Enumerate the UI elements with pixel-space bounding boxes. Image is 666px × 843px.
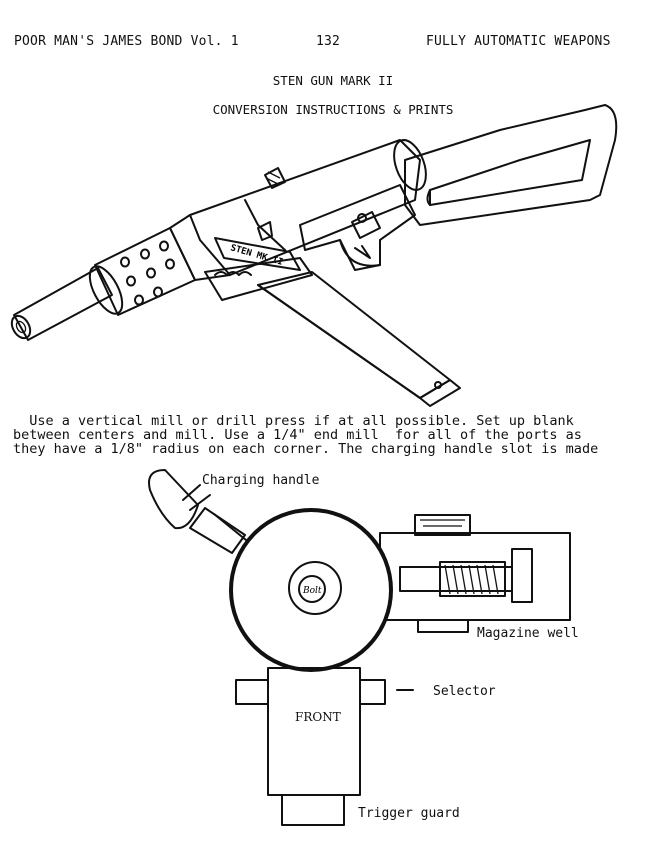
trigger-guard-label: Trigger guard <box>358 806 460 821</box>
skeleton-stock <box>404 104 618 226</box>
magazine-well-label: Magazine well <box>477 626 579 641</box>
instruction-line: between centers and mill. Use a 1/4" end… <box>13 427 582 443</box>
instruction-line: they have a 1/8" radius on each corner. … <box>13 441 599 457</box>
page-subtitle: CONVERSION INSTRUCTIONS & PRINTS <box>212 102 454 117</box>
running-header-title: POOR MAN'S JAMES BOND Vol. 1 <box>14 34 239 49</box>
charging-handle-drawing <box>148 469 247 554</box>
svg-text:Bolt: Bolt <box>302 586 322 596</box>
receiver-tube-drawing: Bolt <box>229 508 393 672</box>
running-header-section: FULLY AUTOMATIC WEAPONS <box>426 34 611 49</box>
instruction-text: Use a vertical mill or drill press if at… <box>13 414 653 456</box>
selector-label: Selector <box>433 684 496 699</box>
page-number: 132 <box>316 34 341 49</box>
trigger-guard-drawing <box>281 794 345 826</box>
front-label: FRONT <box>295 710 341 724</box>
charging-handle-label: Charging handle <box>202 473 320 488</box>
magazine <box>204 257 461 407</box>
magazine-well-drawing <box>379 514 571 633</box>
barrel <box>10 267 113 341</box>
front-housing-drawing <box>235 667 414 796</box>
receiver <box>169 139 427 281</box>
page-title: STEN GUN MARK II <box>272 73 394 88</box>
instruction-line: Use a vertical mill or drill press if at… <box>13 413 574 429</box>
